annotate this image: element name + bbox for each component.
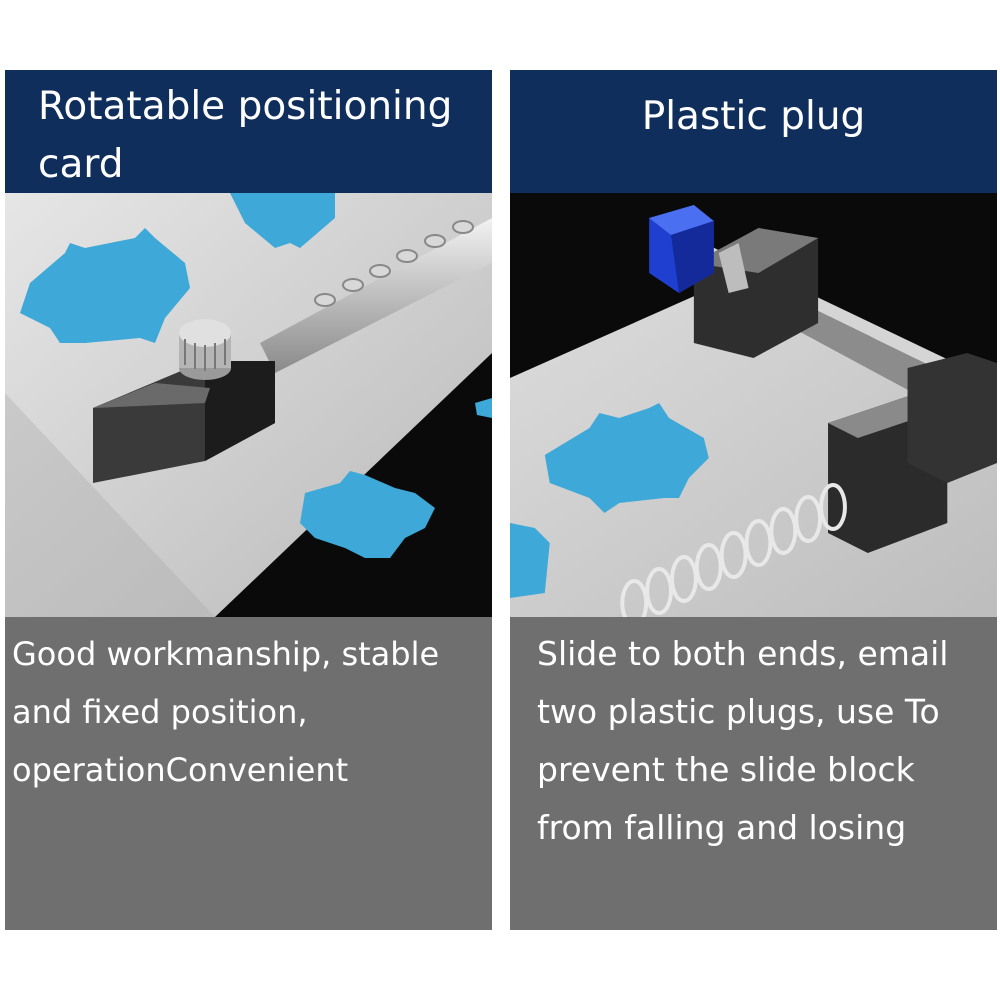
left-panel-header: Rotatable positioning card: [5, 70, 492, 193]
plastic-plug-photo: [510, 193, 997, 617]
left-panel-description-area: Good workmanship, stable and fixed posit…: [5, 617, 492, 930]
positioning-card-photo: [5, 193, 492, 617]
left-panel-description: Good workmanship, stable and fixed posit…: [12, 635, 440, 789]
right-feature-panel: Plastic plug: [510, 70, 997, 930]
left-feature-panel: Rotatable positioning card: [5, 70, 492, 930]
left-panel-title: Rotatable positioning card: [38, 84, 453, 187]
right-panel-description-area: Slide to both ends, email two plastic pl…: [510, 617, 997, 930]
right-panel-title: Plastic plug: [641, 94, 866, 139]
right-panel-header: Plastic plug: [510, 70, 997, 193]
right-panel-description: Slide to both ends, email two plastic pl…: [537, 634, 949, 847]
